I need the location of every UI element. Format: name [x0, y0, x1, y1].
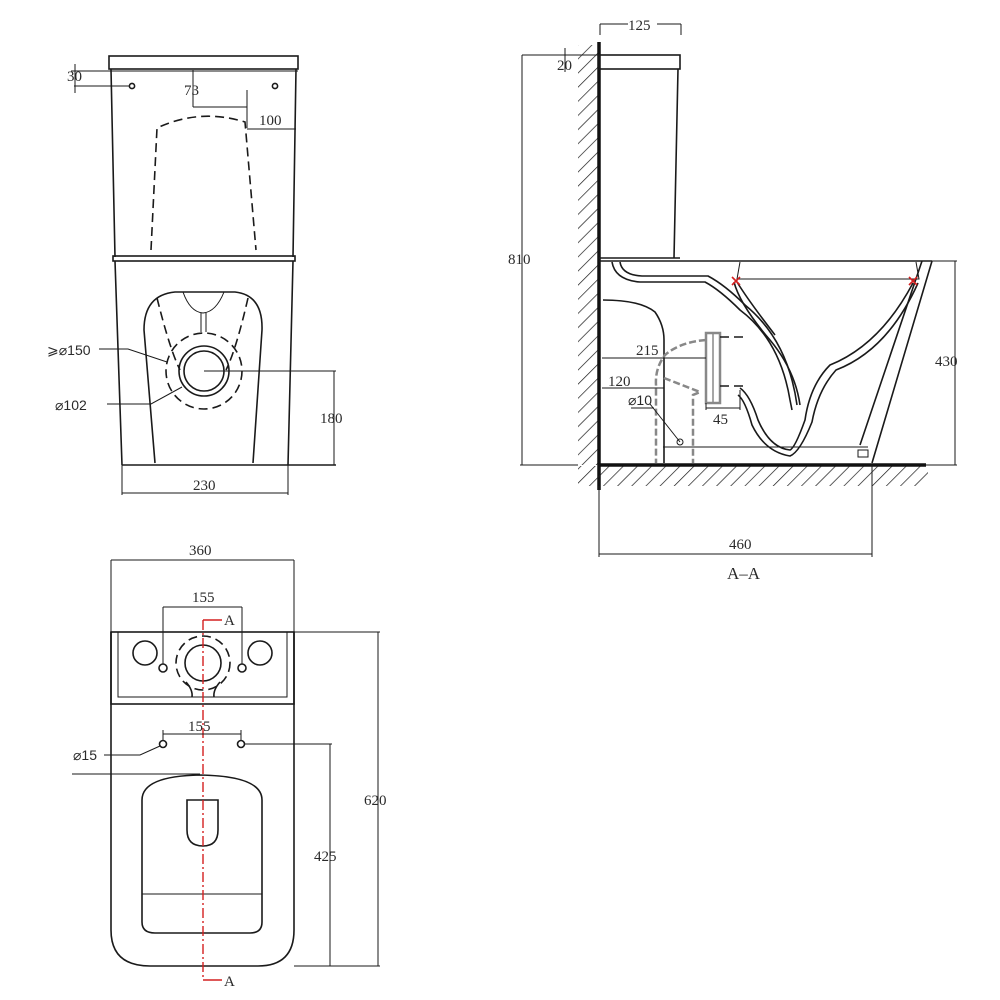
dim-155-fixing: 155	[188, 719, 211, 735]
fixing-hole-right	[236, 739, 246, 749]
dim-30: 30	[67, 69, 82, 85]
wall-hatch	[578, 45, 598, 465]
hidden-pipe-2	[663, 376, 704, 463]
dim-fixing-15: ⌀15	[73, 747, 97, 763]
section-marker-bottom: A	[224, 974, 235, 990]
dim-425: 425	[314, 849, 337, 865]
dim-215: 215	[636, 343, 659, 359]
dim-125: 125	[628, 18, 651, 34]
pedestal-back	[602, 299, 665, 463]
plan-view: A A 360 155 620 155 ⌀15 425	[72, 543, 387, 990]
outlet-pipe	[720, 336, 748, 387]
dim-20: 20	[557, 58, 572, 74]
tank-button-left	[132, 640, 158, 666]
trap-hidden	[156, 297, 249, 371]
tank-lid	[108, 55, 299, 70]
tank-hole-right	[271, 82, 279, 90]
flush-valve-hidden	[150, 115, 257, 251]
dim-460: 460	[729, 537, 752, 553]
trapway-inner	[611, 261, 793, 411]
tank-body	[110, 68, 297, 258]
dim-fixing-10: ⌀10	[628, 392, 652, 408]
front-view: 30 73 100 ⩾⌀150 ⌀102 180 230	[47, 55, 343, 495]
seal-front	[908, 276, 918, 286]
fixing-slot	[857, 449, 869, 458]
bowl-front-wall	[859, 260, 933, 464]
floor-hatch	[578, 466, 928, 486]
bowl-trap-curve	[737, 282, 919, 457]
dim-155-tank: 155	[192, 590, 215, 606]
tank-hole-left	[128, 82, 136, 90]
section-tank-lid	[598, 54, 681, 70]
plan-outline	[110, 632, 295, 967]
dim-100: 100	[259, 113, 282, 129]
section-label-aa: A–A	[727, 564, 761, 583]
section-marker-top: A	[224, 613, 235, 629]
seat-opening	[141, 774, 263, 934]
dim-620: 620	[364, 793, 387, 809]
dim-120: 120	[608, 374, 631, 390]
fixing-hole-left	[158, 739, 168, 749]
trap-outline	[143, 291, 263, 464]
dim-180: 180	[320, 411, 343, 427]
fixing-screw	[676, 438, 684, 446]
trapway-inner-2	[619, 261, 798, 406]
flush-valve-dashed	[175, 635, 231, 691]
dim-360: 360	[189, 543, 212, 559]
bowl-back	[733, 281, 801, 406]
dim-810: 810	[508, 252, 531, 268]
trap-top-curve	[182, 291, 225, 314]
dim-outlet-102: ⌀102	[55, 397, 87, 413]
tank-button-right	[247, 640, 273, 666]
section-view: 125 20 810 430 215 120 ⌀10 45 460 A–A	[508, 18, 958, 583]
tank-bolt-left	[158, 663, 168, 673]
dim-73: 73	[184, 83, 199, 99]
dim-clearance-150: ⩾⌀150	[47, 342, 91, 358]
bowl-outer	[114, 260, 294, 466]
seal-back	[731, 276, 741, 286]
hidden-pipe-1	[654, 338, 707, 463]
dim-230: 230	[193, 478, 216, 494]
dim-45: 45	[713, 412, 728, 428]
tank-bolt-right	[237, 663, 247, 673]
rim-channel	[736, 261, 920, 280]
trap-neck	[200, 313, 207, 332]
tank-bowl-joint	[112, 255, 296, 262]
dim-430: 430	[935, 354, 958, 370]
section-tank-body	[599, 68, 680, 259]
